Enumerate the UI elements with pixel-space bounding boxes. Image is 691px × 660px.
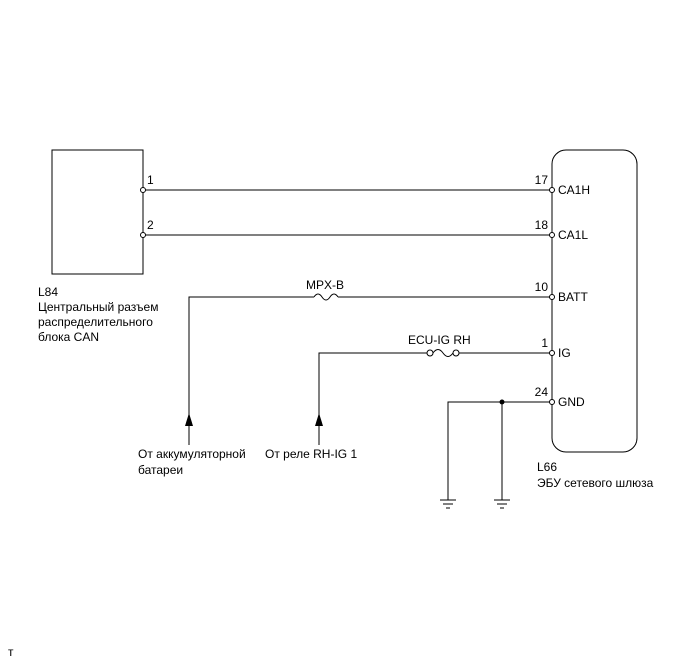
fuse-mpx-b-label: MPX-B: [306, 278, 344, 292]
ecu-pin-ca1l-terminal: [549, 232, 555, 238]
relay-arrow-icon: [315, 413, 323, 426]
ecu-pin-18-number: 18: [535, 218, 549, 232]
fuse-ecu-ig-rh-label: ECU-IG RH: [408, 333, 471, 347]
ground-icon-2: [494, 499, 510, 509]
ecu-pin-1-number: 1: [541, 336, 548, 350]
ecu-l66-box: [551, 149, 638, 453]
ground-icon-1: [440, 499, 456, 509]
ecu-pin-ca1h-terminal: [549, 187, 555, 193]
l84-pin-2-label: 2: [147, 218, 154, 232]
batt-wire-left: [188, 296, 314, 425]
connector-l84-desc-line-2: распределительного: [38, 315, 153, 329]
ecu-pin-batt-terminal: [549, 294, 555, 300]
connector-l84-desc-line-1: Центральный разъем: [38, 300, 158, 314]
fuse-mpx-b-symbol: [313, 293, 339, 301]
connector-l84-box: [51, 149, 144, 275]
ecu-pin-gnd-name: GND: [558, 395, 585, 409]
ecu-pin-ig-name: IG: [558, 346, 571, 360]
fuse-ecu-ig-rh-symbol: [432, 349, 454, 357]
ecu-pin-ig-terminal: [549, 350, 555, 356]
ecu-pin-10-number: 10: [535, 280, 549, 294]
relay-source-label: От реле RH-IG 1: [265, 447, 357, 461]
ecu-pin-batt-name: BATT: [558, 290, 588, 304]
ecu-pin-17-number: 17: [535, 173, 549, 187]
l84-pin-2-terminal: [140, 232, 146, 238]
ecu-pin-ca1l-name: CA1L: [558, 228, 588, 242]
ecu-pin-ca1h-name: CA1H: [558, 183, 590, 197]
l84-pin-1-label: 1: [147, 173, 154, 187]
l84-pin-1-terminal: [140, 187, 146, 193]
connector-l84-code: L84: [38, 285, 58, 299]
gnd-junction-dot: [499, 399, 505, 405]
footer-mark: т: [8, 645, 14, 659]
ecu-l66-code: L66: [537, 460, 557, 474]
battery-arrow-icon: [185, 413, 193, 426]
battery-source-line-1: От аккумуляторной: [138, 447, 246, 461]
ecu-pin-24-number: 24: [535, 385, 549, 399]
ig-wire-left: [318, 352, 427, 425]
battery-source-line-2: батареи: [138, 463, 183, 477]
fuse-terminal-left: [426, 349, 434, 357]
gnd-wire: [447, 401, 552, 500]
fuse-terminal-right: [452, 349, 460, 357]
connector-l84-desc-line-3: блока CAN: [38, 330, 99, 344]
ecu-pin-gnd-terminal: [549, 399, 555, 405]
ecu-l66-desc: ЭБУ сетевого шлюза: [537, 476, 654, 490]
